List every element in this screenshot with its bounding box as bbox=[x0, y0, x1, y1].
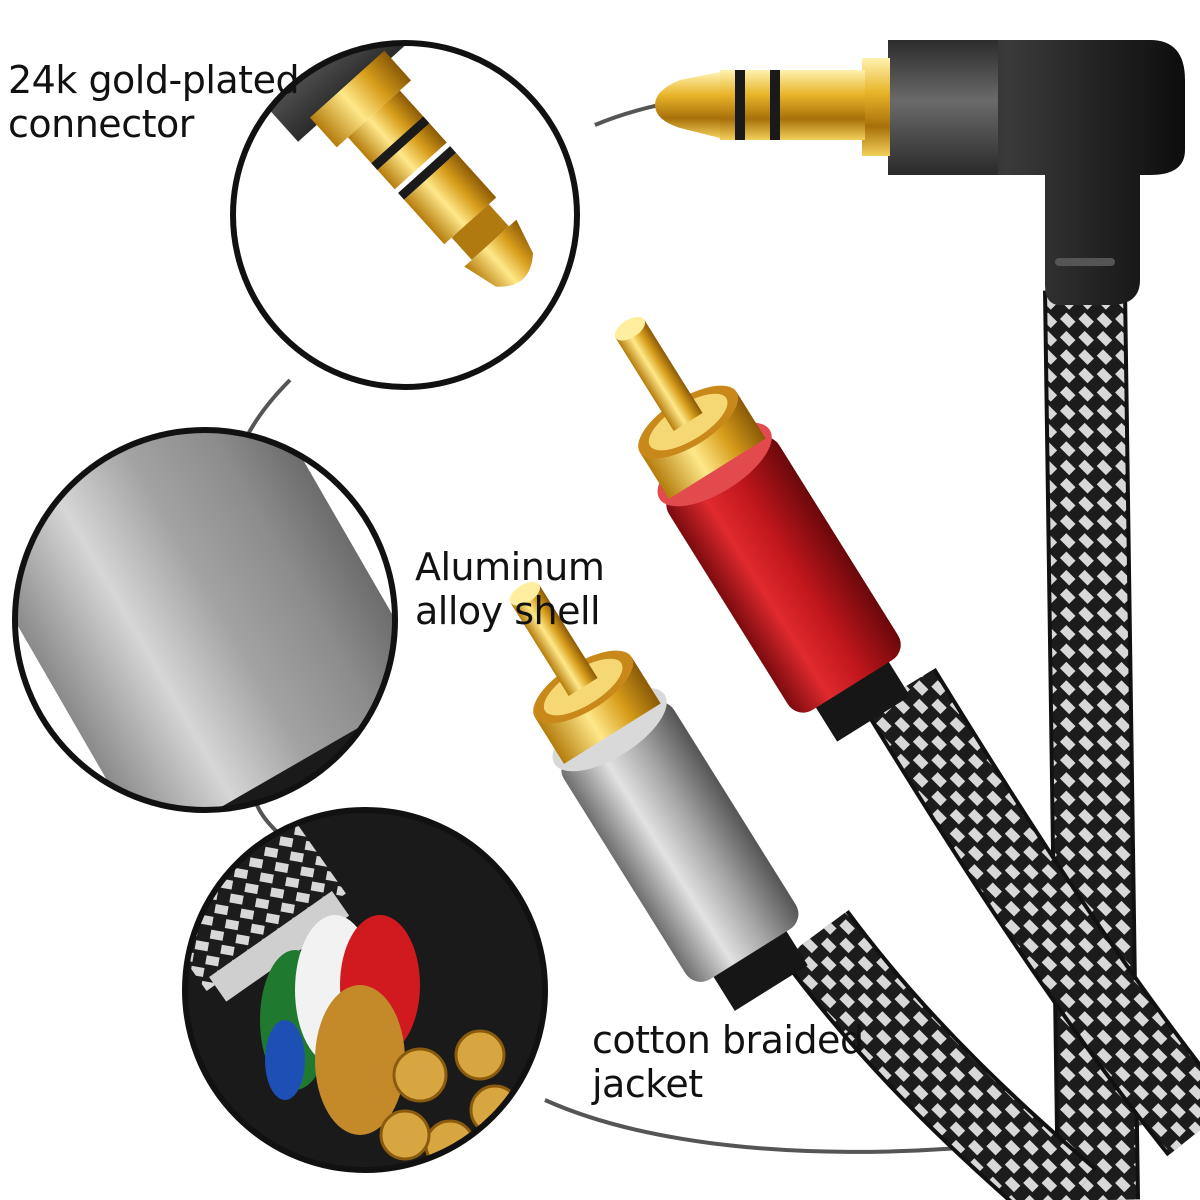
braided-jacket-caption: cotton braided jacket bbox=[592, 1018, 864, 1106]
braided-jacket-caption-line1: cotton braided bbox=[592, 1018, 864, 1062]
gold-connector-caption-line2: connector bbox=[8, 102, 194, 146]
rca-plug-silver bbox=[509, 581, 808, 1011]
aluminum-shell-caption-line1: Aluminum bbox=[415, 545, 605, 589]
gold-connector-caption: 24k gold-plated connector bbox=[8, 58, 300, 146]
aux-jack bbox=[655, 40, 1185, 305]
braided-cables bbox=[781, 289, 1200, 1200]
gold-connector-caption-line1: 24k gold-plated bbox=[8, 58, 300, 102]
aluminum-shell-caption: Aluminum alloy shell bbox=[415, 545, 605, 633]
zoom-circle-cable-core bbox=[182, 807, 548, 1173]
braided-jacket-caption-line2: jacket bbox=[592, 1062, 703, 1106]
aluminum-shell-caption-line2: alloy shell bbox=[415, 589, 601, 633]
rca-plug-red bbox=[614, 316, 911, 742]
